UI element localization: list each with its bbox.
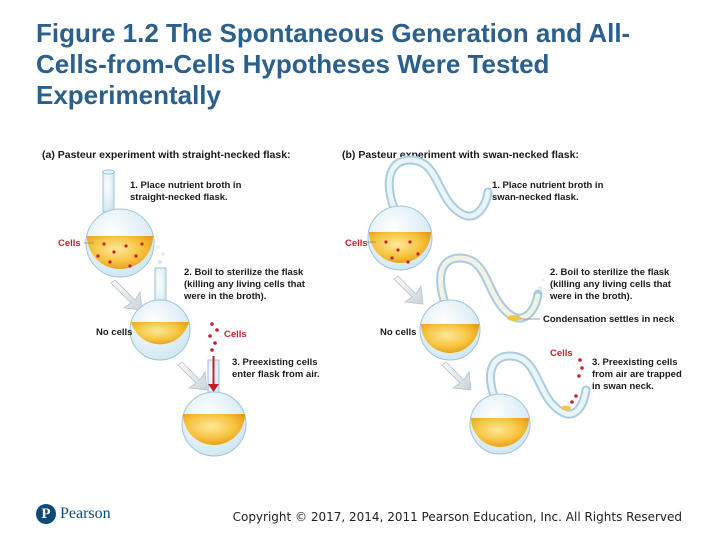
panel-a-arrow-1 <box>110 279 143 311</box>
panel-a-arrow-2 <box>177 361 208 391</box>
panel-b-flask-1 <box>367 155 493 271</box>
panel-b-arrow-1 <box>393 275 424 305</box>
panel-b-cells-label-2: Cells <box>550 348 573 359</box>
panel-b-step-2-line-3: were in the broth). <box>549 291 632 302</box>
panel-b-no-cells-label: No cells <box>380 327 416 338</box>
panel-a-step-2-line-2: (killing any living cells that <box>184 279 306 290</box>
panel-a-step-3-line-2: enter flask from air. <box>232 369 320 380</box>
panel-b-condensation-label: Condensation settles in neck <box>543 314 675 325</box>
copyright-notice: Copyright © 2017, 2014, 2011 Pearson Edu… <box>232 510 682 524</box>
slide-title: Figure 1.2 The Spontaneous Generation an… <box>36 18 631 110</box>
panel-b-cells-label-1: Cells <box>345 238 368 249</box>
pearson-logo: P Pearson <box>36 503 111 525</box>
panel-b-step-2-line-1: 2. Boil to sterilize the flask <box>550 267 670 278</box>
panel-a-no-cells-label: No cells <box>96 327 132 338</box>
panel-b-flask-3 <box>469 351 591 455</box>
panel-a-step-1-line-2: straight-necked flask. <box>130 192 228 203</box>
panel-b-step-3-line-3: in swan neck. <box>592 381 654 392</box>
pasteur-experiment-figure: (a) Pasteur experiment with straight-nec… <box>42 149 682 457</box>
pearson-logo-wordmark: Pearson <box>60 505 111 522</box>
panel-a-title: (a) Pasteur experiment with straight-nec… <box>42 149 291 161</box>
panel-b-title: (b) Pasteur experiment with swan-necked … <box>342 149 579 161</box>
panel-b-step-3-line-2: from air are trapped <box>592 369 682 380</box>
panel-a-step-2-line-1: 2. Boil to sterilize the flask <box>184 267 304 278</box>
panel-a-cells-label-2: Cells <box>224 329 247 340</box>
panel-a-step-1-line-1: 1. Place nutrient broth in <box>130 180 242 191</box>
panel-a-airborne-cells <box>208 322 219 352</box>
panel-b-step-1-line-2: swan-necked flask. <box>492 192 579 203</box>
pearson-logo-mark: P <box>36 504 56 524</box>
panel-b-arrow-2 <box>441 361 472 391</box>
panel-b-step-1-line-1: 1. Place nutrient broth in <box>492 180 604 191</box>
panel-a-flask-2 <box>129 245 191 361</box>
panel-b-step-3-line-1: 3. Preexisting cells <box>592 357 678 368</box>
panel-b-flask-2 <box>419 253 545 361</box>
panel-a-step-3-line-1: 3. Preexisting cells <box>232 357 318 368</box>
panel-a-cells-label-1: Cells <box>58 238 81 249</box>
panel-a-flask-1 <box>85 169 155 278</box>
panel-b-step-2-line-2: (killing any living cells that <box>550 279 672 290</box>
panel-a-step-2-line-3: were in the broth). <box>183 291 266 302</box>
panel-a-flask-3 <box>181 356 247 457</box>
